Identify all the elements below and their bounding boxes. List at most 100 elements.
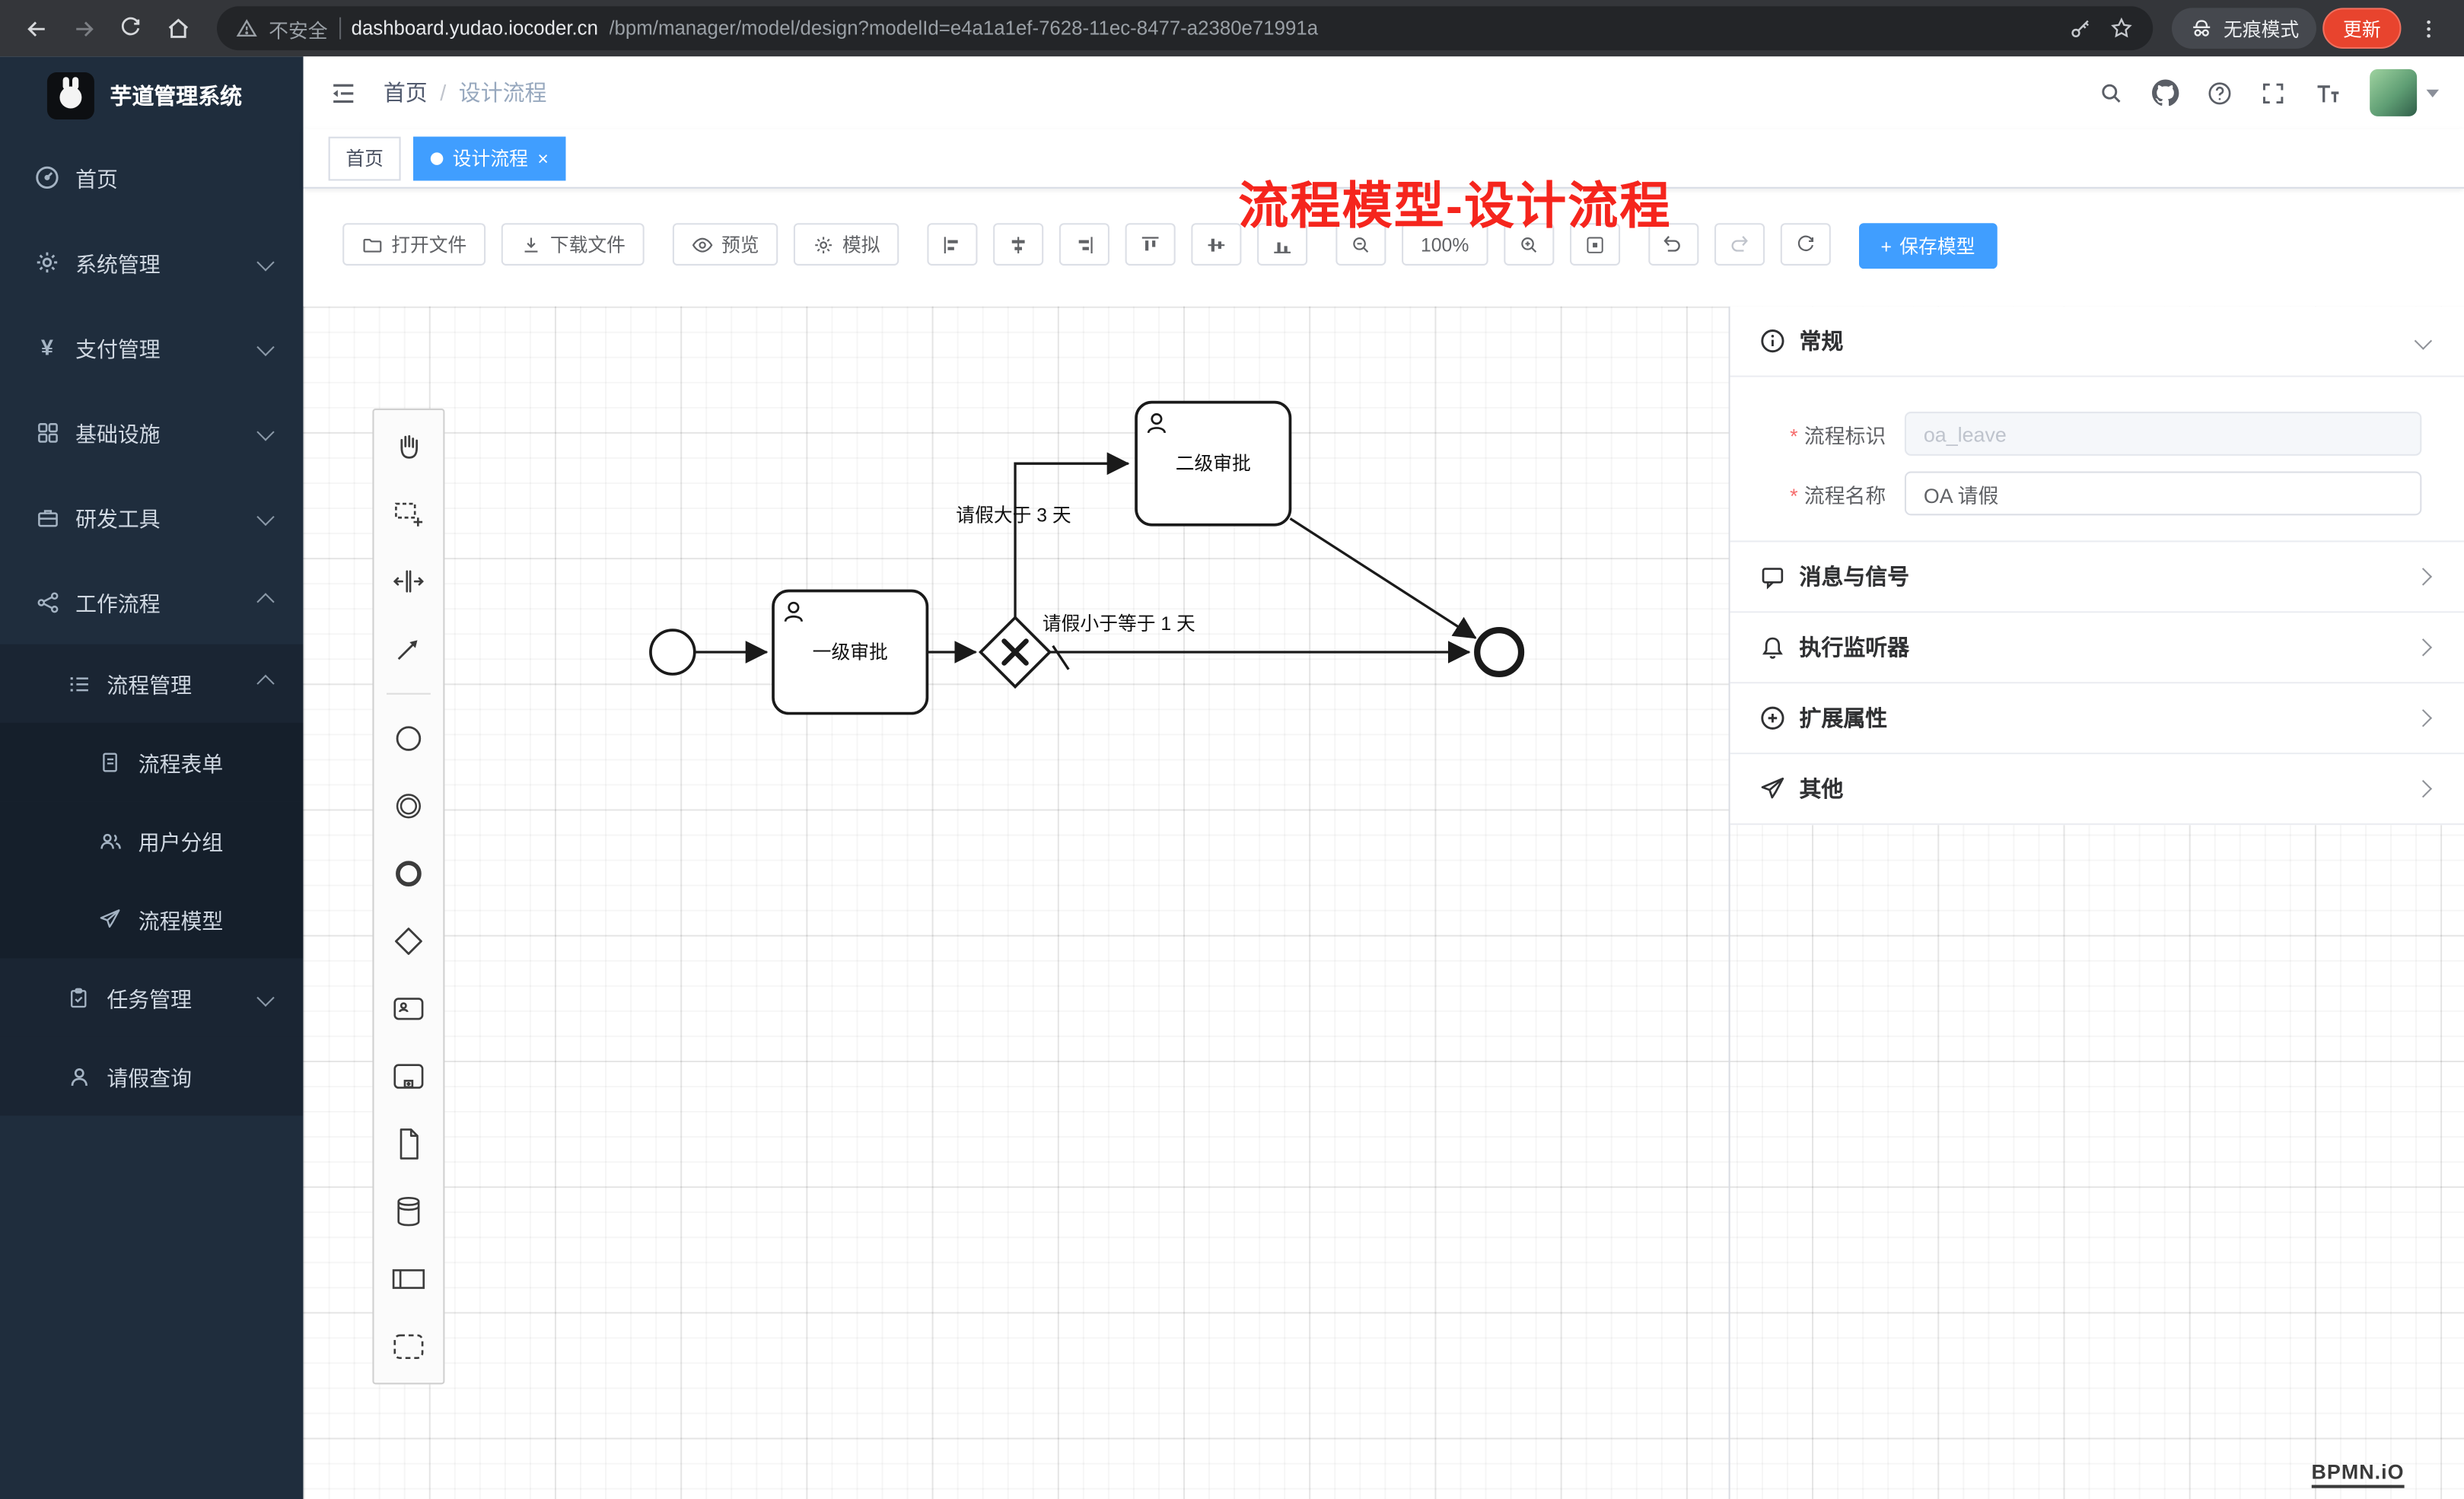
sidebar-item-devtools[interactable]: 研发工具: [0, 475, 304, 560]
chevron-down-icon: [2414, 332, 2433, 350]
menu-fold-icon[interactable]: [329, 78, 358, 107]
tab-home[interactable]: 首页: [328, 135, 401, 180]
sidebar-item-leave-query[interactable]: 请假查询: [0, 1036, 304, 1116]
browser-update-button[interactable]: 更新: [2322, 8, 2402, 49]
create-data-object[interactable]: [385, 1120, 432, 1167]
sidebar-item-process-form[interactable]: 流程表单: [0, 722, 304, 802]
security-label[interactable]: 不安全: [269, 19, 328, 42]
tab-design-process[interactable]: 设计流程 ×: [413, 135, 566, 180]
section-execution-listener[interactable]: 执行监听器: [1730, 613, 2464, 684]
bpmn-io-watermark[interactable]: BPMN.iO: [2311, 1459, 2405, 1488]
global-connect-tool[interactable]: [385, 625, 432, 673]
zoom-out-button[interactable]: [1335, 223, 1386, 266]
zoom-reset-button[interactable]: [1569, 223, 1620, 266]
simulate-button[interactable]: 模拟: [793, 223, 899, 266]
user-task-level1[interactable]: 一级审批: [772, 589, 929, 715]
align-bottom-button[interactable]: [1257, 223, 1308, 266]
sidebar-item-infrastructure[interactable]: 基础设施: [0, 390, 304, 475]
create-participant[interactable]: [385, 1256, 432, 1303]
download-file-button[interactable]: 下载文件: [501, 223, 645, 266]
zoom-in-button[interactable]: [1503, 223, 1554, 266]
start-event[interactable]: [649, 629, 696, 676]
github-icon[interactable]: [2151, 78, 2179, 107]
breadcrumb-home[interactable]: 首页: [383, 80, 428, 106]
sidebar-item-workflow[interactable]: 工作流程: [0, 559, 304, 644]
bookmark-star-icon[interactable]: [2109, 16, 2134, 41]
zoom-in-icon: [1520, 237, 1536, 252]
section-general[interactable]: 常规: [1730, 306, 2464, 377]
create-user-task[interactable]: [385, 985, 432, 1033]
restart-button[interactable]: [1780, 223, 1831, 266]
app-logo-row[interactable]: 芋道管理系统: [0, 56, 304, 135]
flow-condition-label[interactable]: 请假小于等于 1 天: [1043, 613, 1195, 635]
flow-task2-to-end[interactable]: [1289, 517, 1477, 639]
create-gateway[interactable]: [385, 918, 432, 965]
zoom-level-value: 100%: [1420, 233, 1469, 256]
flow-condition-label[interactable]: 请假大于 3 天: [956, 505, 1071, 527]
sidebar-item-task-mgmt[interactable]: 任务管理: [0, 958, 304, 1037]
fullscreen-icon[interactable]: [2260, 79, 2287, 106]
create-start-event[interactable]: [385, 715, 432, 762]
undo-button[interactable]: [1647, 223, 1698, 266]
browser-reload-button[interactable]: [110, 8, 151, 49]
preview-button[interactable]: 预览: [672, 223, 778, 266]
help-icon[interactable]: [2206, 79, 2233, 106]
hand-tool[interactable]: [385, 423, 432, 470]
create-subprocess[interactable]: [385, 1053, 432, 1100]
search-icon[interactable]: [2098, 79, 2125, 106]
user-task-level2[interactable]: 二级审批: [1135, 400, 1292, 527]
redo-button[interactable]: [1714, 223, 1765, 266]
create-data-store[interactable]: [385, 1188, 432, 1235]
tab-close-icon[interactable]: ×: [537, 147, 549, 169]
sidebar-item-process-mgmt[interactable]: 流程管理: [0, 644, 304, 723]
bpmn-canvas[interactable]: 请假大于 3 天 请假小于等于 1 天 一级审批: [303, 306, 2464, 1499]
exclusive-gateway[interactable]: [978, 615, 1052, 689]
section-extension-props[interactable]: 扩展属性: [1730, 683, 2464, 755]
browser-forward-button[interactable]: [63, 8, 104, 49]
chevron-right-icon: [2414, 709, 2433, 727]
align-center-button[interactable]: [993, 223, 1044, 266]
yen-icon: ¥: [40, 334, 53, 360]
chevron-right-icon: [2414, 779, 2433, 798]
browser-menu-button[interactable]: [2408, 8, 2449, 49]
create-intermediate-event[interactable]: [385, 782, 432, 829]
address-bar[interactable]: 不安全 dashboard.yudao.iocoder.cn /bpm/mana…: [216, 6, 2154, 51]
section-title: 常规: [1799, 328, 1844, 354]
align-middle-button[interactable]: [1191, 223, 1242, 266]
sidebar-item-payment[interactable]: ¥ 支付管理: [0, 305, 304, 390]
font-size-icon[interactable]: [2313, 78, 2343, 107]
user-menu[interactable]: [2370, 68, 2440, 116]
section-other[interactable]: 其他: [1730, 754, 2464, 826]
end-event[interactable]: [1474, 626, 1525, 678]
users-icon: [97, 829, 123, 852]
open-file-button[interactable]: 打开文件: [342, 223, 486, 266]
save-model-button[interactable]: + 保存模型: [1858, 223, 1998, 269]
grid-icon: [34, 420, 59, 444]
create-group[interactable]: [385, 1323, 432, 1370]
folder-icon: [363, 237, 382, 252]
align-right-button[interactable]: [1059, 223, 1110, 266]
browser-back-button[interactable]: [16, 8, 57, 49]
process-name-input[interactable]: [1905, 471, 2422, 516]
sidebar-item-label: 系统管理: [75, 253, 161, 277]
lasso-tool[interactable]: [385, 490, 432, 537]
create-end-event[interactable]: [385, 850, 432, 897]
incognito-badge: 无痕模式: [2171, 8, 2316, 49]
flow-gateway-to-task2[interactable]: [1014, 452, 1130, 619]
chevron-down-icon: [256, 988, 275, 1007]
align-top-button[interactable]: [1125, 223, 1176, 266]
sidebar-item-label: 用户分组: [138, 831, 224, 855]
sidebar-item-user-group[interactable]: 用户分组: [0, 801, 304, 880]
space-tool[interactable]: [385, 558, 432, 605]
sidebar-item-system[interactable]: 系统管理: [0, 220, 304, 305]
password-key-icon[interactable]: [2068, 16, 2093, 41]
sidebar-item-process-model[interactable]: 流程模型: [0, 880, 304, 959]
section-message-signal[interactable]: 消息与信号: [1730, 542, 2464, 613]
zoom-level-button[interactable]: 100%: [1402, 223, 1488, 266]
browser-home-button[interactable]: [158, 8, 199, 49]
sidebar-item-home[interactable]: 首页: [0, 135, 304, 221]
align-left-button[interactable]: [927, 223, 978, 266]
breadcrumb-separator: /: [440, 80, 447, 106]
task-label: 二级审批: [1176, 453, 1251, 474]
send-icon: [1761, 777, 1784, 799]
